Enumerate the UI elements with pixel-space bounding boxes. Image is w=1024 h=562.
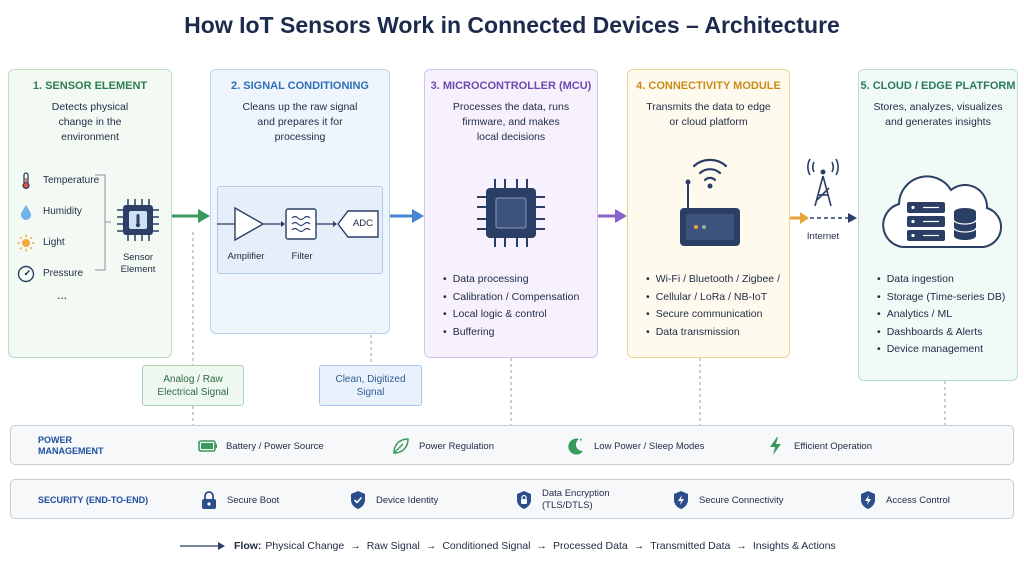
cloud-bullets: Data ingestionStorage (Time-series DB)An… — [877, 271, 1006, 359]
conditioning-chain — [217, 206, 379, 242]
flow-step: Processed Data — [553, 540, 628, 552]
sensor-bracket — [95, 174, 111, 271]
thermometer-icon — [22, 171, 30, 189]
security-item-encryption: Data Encryption(TLS/DTLS) — [514, 480, 610, 520]
gauge-icon — [17, 265, 35, 282]
power-item-sleep: Low Power / Sleep Modes — [566, 426, 704, 466]
sensor-pressure: Pressure — [17, 258, 109, 289]
flow-arrow-icon — [180, 542, 225, 550]
internet-label: Internet — [806, 231, 840, 242]
cloud-server-icon — [882, 175, 1003, 248]
security-band-label: SECURITY (END-TO-END) — [38, 495, 149, 505]
flow-step: Conditioned Signal — [442, 540, 531, 552]
shield-bolt-icon — [674, 491, 688, 509]
lightning-icon — [770, 437, 781, 455]
security-item-access-control: Access Control — [858, 480, 950, 520]
filter-label: Filter — [291, 251, 313, 262]
adc-label: ADC — [352, 218, 374, 229]
flow-step: Insights & Actions — [752, 540, 836, 552]
shield-check-icon — [351, 491, 365, 509]
mcu-bullets: Data processingCalibration / Compensatio… — [443, 271, 580, 341]
flow-step: Raw Signal — [366, 540, 420, 552]
stage-heading: 5. CLOUD / EDGE PLATFORM — [860, 80, 1016, 92]
stage-heading: 3. MICROCONTROLLER (MCU) — [430, 80, 592, 92]
mcu-chip-icon — [477, 179, 545, 247]
stage-microcontroller: 3. MICROCONTROLLER (MCU) Processes the d… — [424, 69, 598, 358]
shield-lock-icon — [517, 491, 531, 509]
flow-summary: Flow: Physical Change→ Raw Signal→ Condi… — [180, 538, 836, 554]
lock-icon — [202, 491, 216, 509]
battery-icon — [198, 440, 217, 452]
sensor-chip-icon — [117, 199, 159, 241]
water-drop-icon — [21, 204, 31, 220]
stage-signal-conditioning: 2. SIGNAL CONDITIONING Cleans up the raw… — [210, 69, 390, 334]
flow-label: Flow: — [234, 540, 262, 552]
amplifier-label: Amplifier — [227, 251, 265, 262]
more-sensors-ellipsis: ... — [57, 288, 68, 302]
shield-key-icon — [861, 491, 875, 509]
moon-icon — [568, 438, 583, 455]
flow-step: Physical Change — [265, 540, 345, 552]
diagram-title: How IoT Sensors Work in Connected Device… — [184, 12, 840, 38]
power-item-efficient: Efficient Operation — [766, 426, 872, 466]
amplifier-icon — [234, 206, 265, 242]
security-item-connectivity: Secure Connectivity — [671, 480, 783, 520]
sensor-light: Light — [17, 227, 109, 258]
power-item-regulation: Power Regulation — [391, 426, 494, 466]
sensor-list: Temperature Humidity Light Pressure ... — [17, 165, 109, 301]
sun-icon — [17, 234, 35, 251]
adc-icon — [337, 210, 379, 238]
stage-connectivity-module: 4. CONNECTIVITY MODULE Transmits the dat… — [627, 69, 790, 358]
connectivity-bullets: Wi-Fi / Bluetooth / Zigbee / Cellular / … — [646, 271, 780, 341]
router-wifi-icon — [680, 158, 740, 246]
stage-cloud-edge-platform: 5. CLOUD / EDGE PLATFORM Stores, analyze… — [858, 69, 1018, 381]
stage-heading: 1. SENSOR ELEMENT — [32, 80, 148, 92]
stage-heading: 2. SIGNAL CONDITIONING — [231, 80, 369, 92]
flow-step: Transmitted Data — [650, 540, 731, 552]
sensor-temperature: Temperature — [17, 165, 109, 196]
security-band: SECURITY (END-TO-END) Secure Boot Device… — [10, 479, 1014, 519]
filter-icon — [285, 208, 317, 240]
stage-heading: 4. CONNECTIVITY MODULE — [636, 80, 781, 92]
sensor-humidity: Humidity — [17, 196, 109, 227]
security-item-device-identity: Device Identity — [348, 480, 438, 520]
power-item-battery: Battery / Power Source — [198, 426, 324, 466]
leaf-icon — [393, 438, 409, 454]
security-item-secure-boot: Secure Boot — [199, 480, 279, 520]
